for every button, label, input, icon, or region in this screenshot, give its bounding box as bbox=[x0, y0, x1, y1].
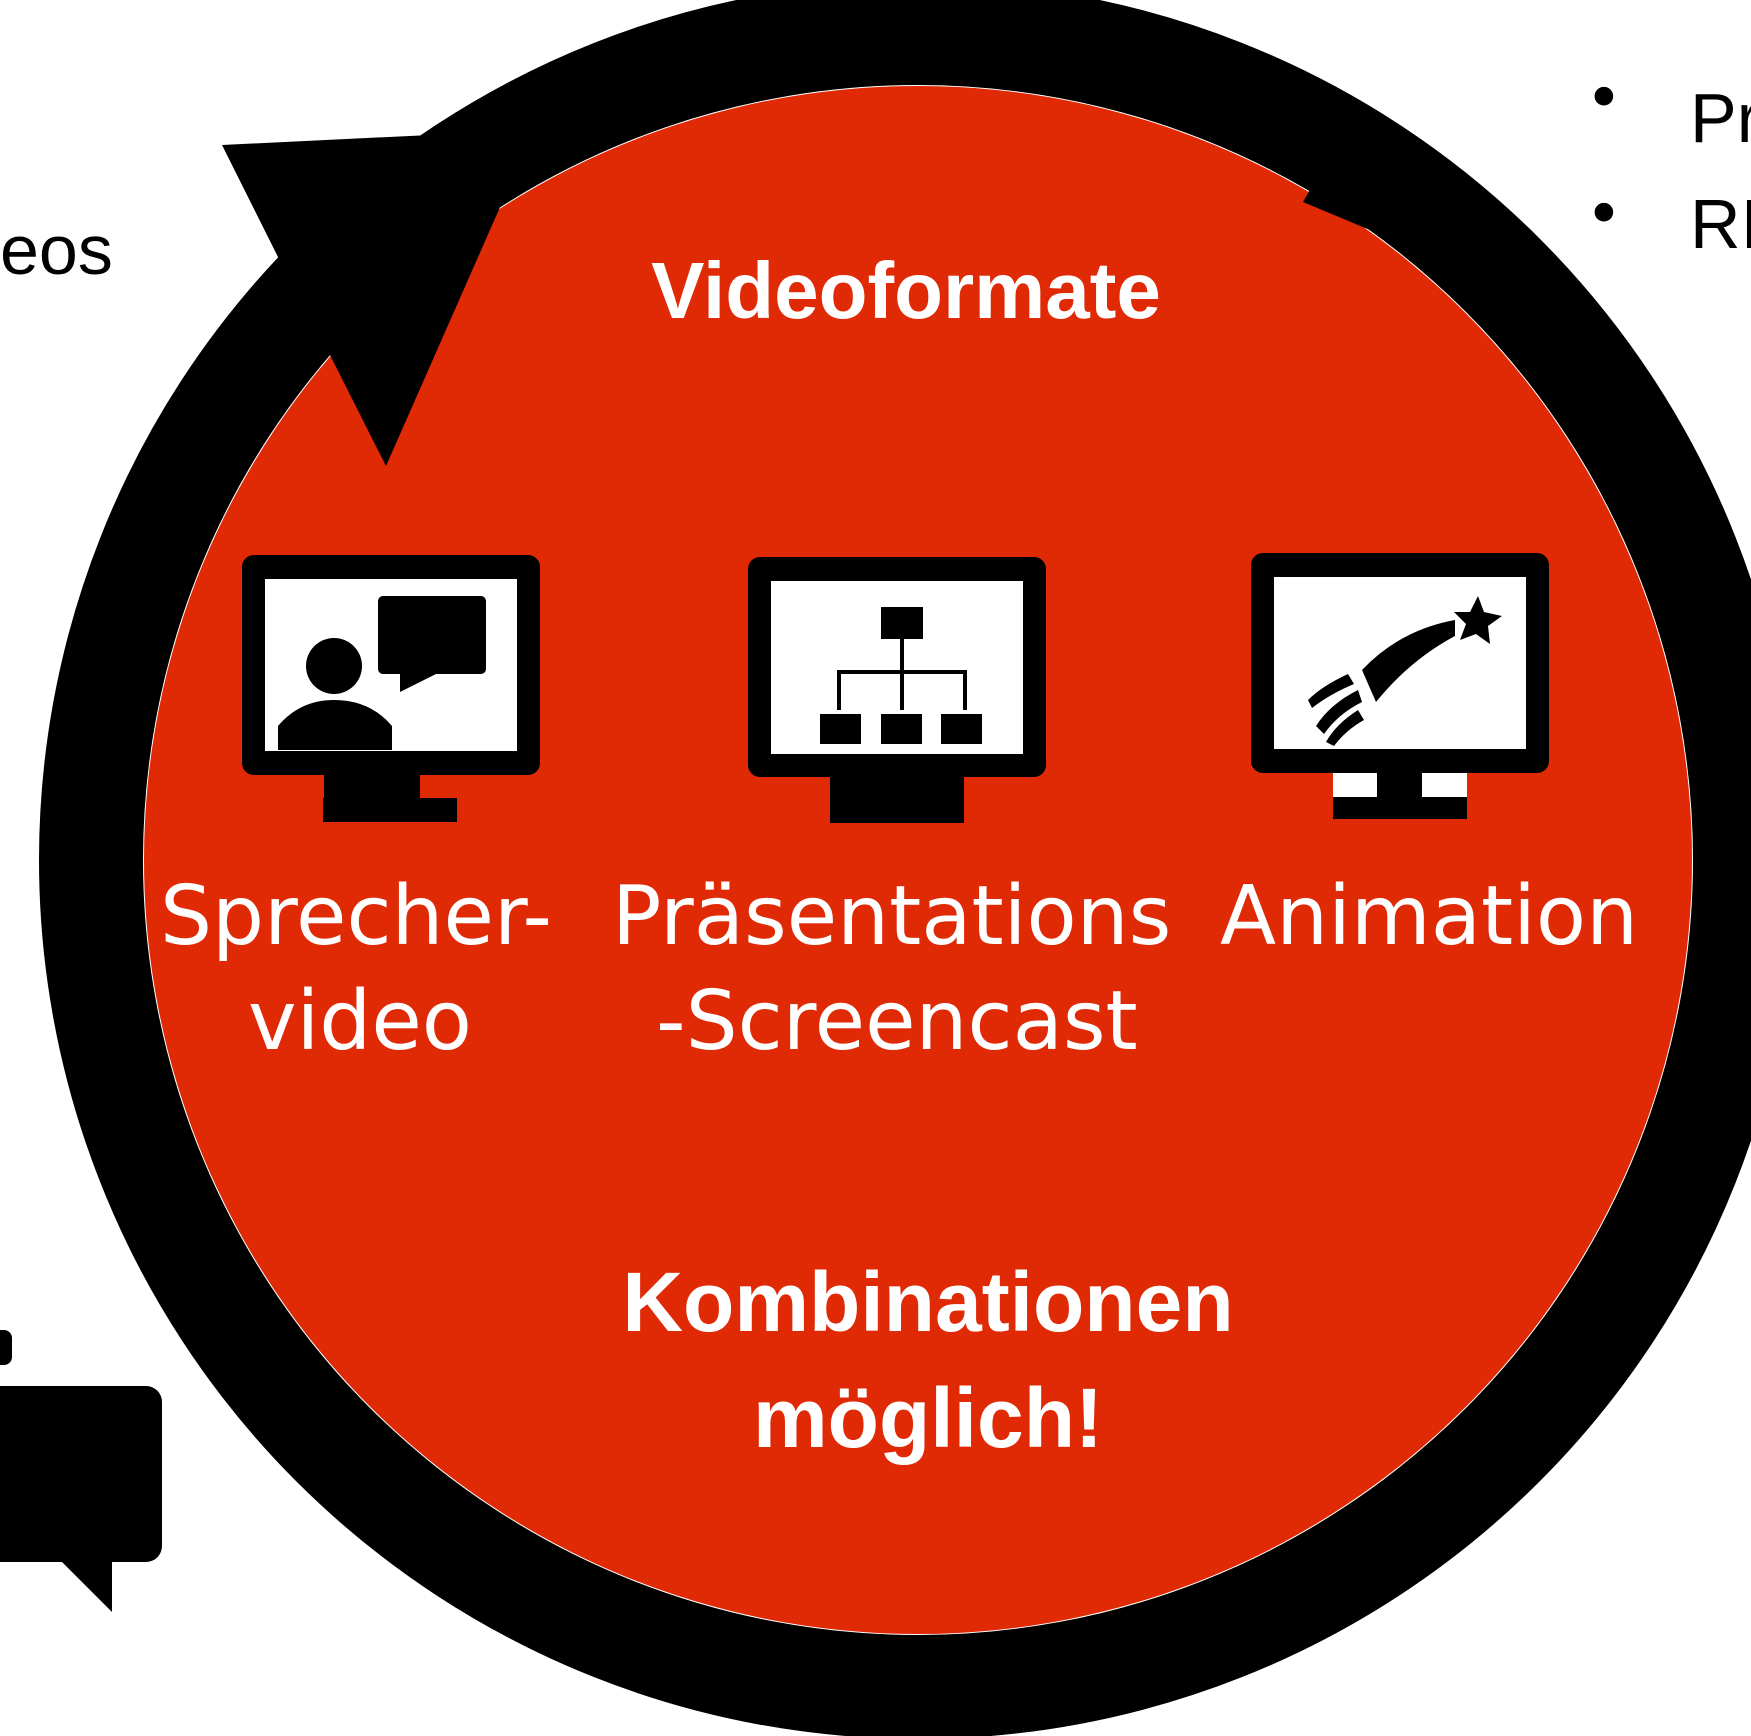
cycle-ring bbox=[39, 0, 1751, 1736]
bullet-dot: • bbox=[1585, 178, 1623, 252]
format-label-animation: Animation bbox=[1220, 864, 1638, 969]
cycle-arrow-tail-right bbox=[1303, 112, 1400, 230]
shooting-star-monitor-icon bbox=[1251, 553, 1549, 819]
presenter-monitor-icon bbox=[242, 555, 540, 822]
format-label-line: Präsentations bbox=[612, 869, 1172, 964]
format-label-sprecher: Sprecher- video bbox=[160, 864, 552, 1074]
bullet-dot: • bbox=[1585, 62, 1623, 136]
left-cut-text: eos bbox=[0, 211, 113, 289]
diagram-title: Videoformate bbox=[651, 246, 1161, 335]
right-bullet-item: RI bbox=[1690, 185, 1751, 263]
combination-line: Kombinationen bbox=[622, 1255, 1234, 1349]
format-label-line: Sprecher- bbox=[160, 869, 553, 964]
videoformate-circle bbox=[144, 86, 1692, 1634]
cycle-arrowhead-left bbox=[222, 130, 534, 466]
format-label-line: Animation bbox=[1220, 869, 1639, 964]
format-label-line: -Screencast bbox=[656, 974, 1138, 1069]
speech-bubble-icon bbox=[0, 1330, 162, 1612]
right-bullet-item: Pr bbox=[1690, 79, 1751, 157]
combination-note: Kombinationen möglich! bbox=[622, 1244, 1233, 1476]
format-label-praesentation: Präsentations -Screencast bbox=[612, 864, 1171, 1074]
combination-line: möglich! bbox=[752, 1371, 1103, 1465]
format-label-line: video bbox=[248, 974, 472, 1069]
org-chart-monitor-icon bbox=[748, 557, 1046, 823]
